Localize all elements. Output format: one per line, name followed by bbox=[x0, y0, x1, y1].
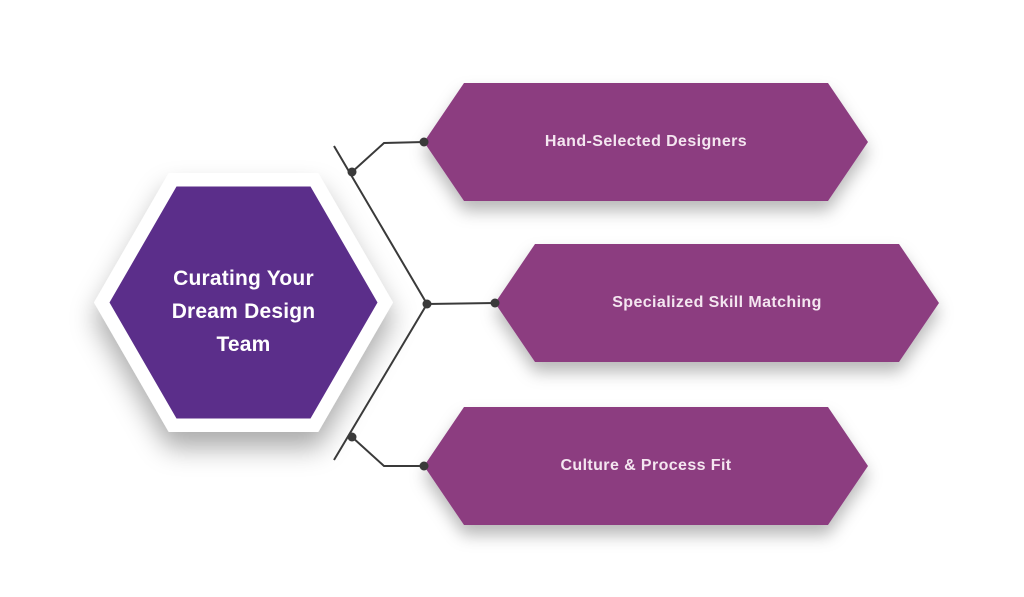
connector-dot bbox=[347, 432, 357, 442]
connector-dot bbox=[347, 167, 357, 177]
banner-hexagon-culture-process-fit bbox=[424, 407, 868, 525]
connector-dot bbox=[422, 299, 432, 309]
connector-top-branch-line bbox=[351, 141, 425, 173]
connector-dot bbox=[490, 298, 500, 308]
banner-hexagon-hand-selected-designers bbox=[424, 83, 868, 201]
connector-bottom-branch-line bbox=[351, 436, 424, 467]
connector-middle-line bbox=[426, 302, 496, 305]
connector-dot bbox=[419, 461, 429, 471]
center-hexagon bbox=[109, 186, 378, 419]
connector-dot bbox=[419, 137, 429, 147]
banner-hexagon-specialized-skill-matching bbox=[495, 244, 939, 362]
